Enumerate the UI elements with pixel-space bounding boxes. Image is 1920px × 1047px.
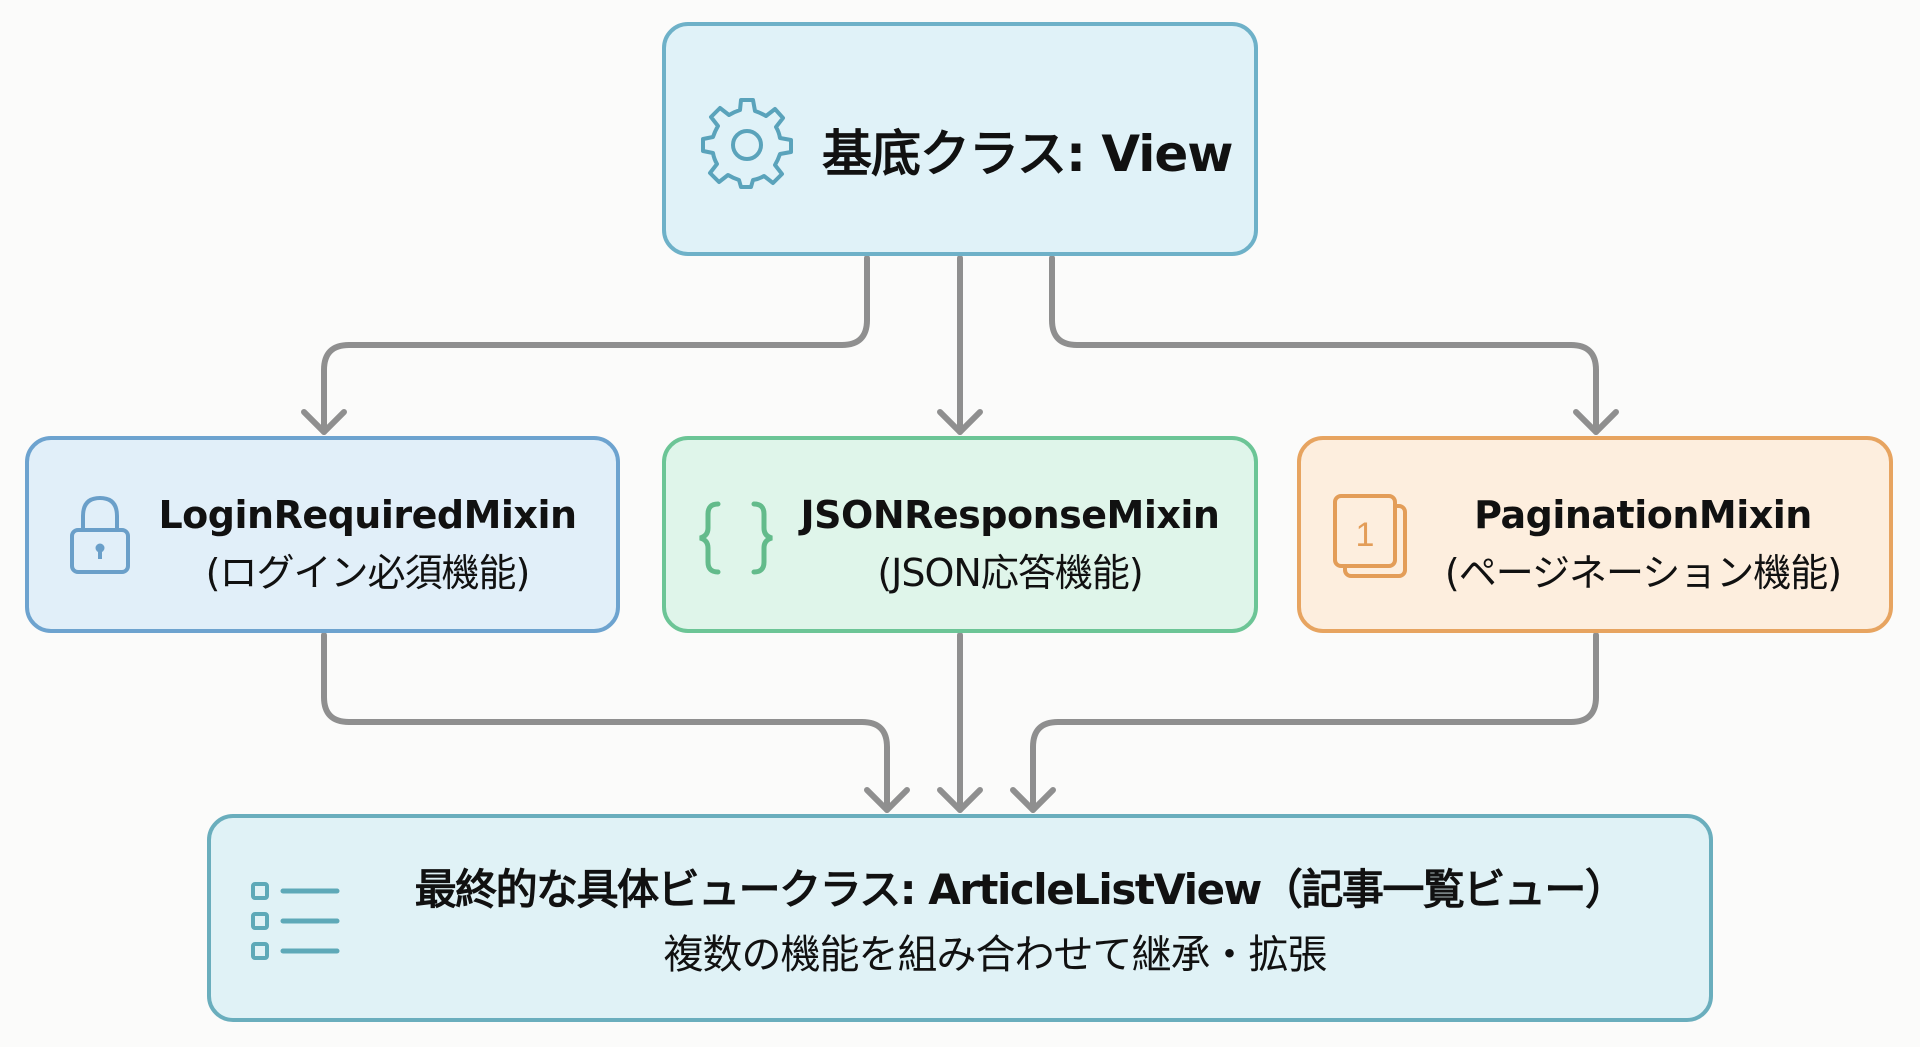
mixin-node-json-response: JSONResponseMixin (JSON応答機能) (662, 436, 1258, 633)
final-class-description: 複数の機能を組み合わせて継承・拡張 (663, 932, 1328, 978)
page-number-label: 1 (1356, 516, 1375, 554)
mixin-description: (ログイン必須機能) (205, 551, 531, 595)
mixin-name: PaginationMixin (1474, 493, 1812, 537)
mixin-name: JSONResponseMixin (800, 493, 1220, 537)
edge-base-to-login (321, 255, 870, 435)
base-class-node: 基底クラス: View (662, 22, 1258, 256)
list-icon (251, 882, 340, 960)
mixin-description: (ページネーション機能) (1444, 551, 1842, 595)
lock-icon (70, 495, 130, 574)
mixin-node-pagination: 1 PaginationMixin (ページネーション機能) (1297, 436, 1893, 633)
edge-login-to-final (321, 632, 890, 813)
braces-icon (699, 501, 773, 575)
arrowhead-login (301, 409, 347, 435)
mixin-label: JSONResponseMixin (JSON応答機能) (786, 486, 1234, 602)
edge-base-to-pagination (1049, 255, 1599, 435)
edge-pagination-to-final (1030, 632, 1599, 813)
final-class-title: 最終的な具体ビュークラス: ArticleListView（記事一覧ビュー） (414, 865, 1627, 914)
gear-icon (701, 98, 793, 189)
pages-icon: 1 (1333, 494, 1407, 578)
base-class-title: 基底クラス: View (822, 125, 1233, 183)
mixin-name: LoginRequiredMixin (158, 493, 577, 537)
arrowhead-final-right (1010, 787, 1056, 813)
arrowhead-final-left (864, 787, 910, 813)
mixin-label: PaginationMixin (ページネーション機能) (1411, 486, 1875, 602)
mixin-node-login-required: LoginRequiredMixin (ログイン必須機能) (25, 436, 620, 633)
final-class-node: 最終的な具体ビュークラス: ArticleListView（記事一覧ビュー） 複… (207, 814, 1713, 1022)
mixin-label: LoginRequiredMixin (ログイン必須機能) (149, 486, 586, 602)
arrowhead-pagination (1573, 409, 1619, 435)
arrowhead-final-center (937, 787, 983, 813)
mixin-description: (JSON応答機能) (877, 551, 1143, 595)
arrowhead-json (937, 409, 983, 435)
